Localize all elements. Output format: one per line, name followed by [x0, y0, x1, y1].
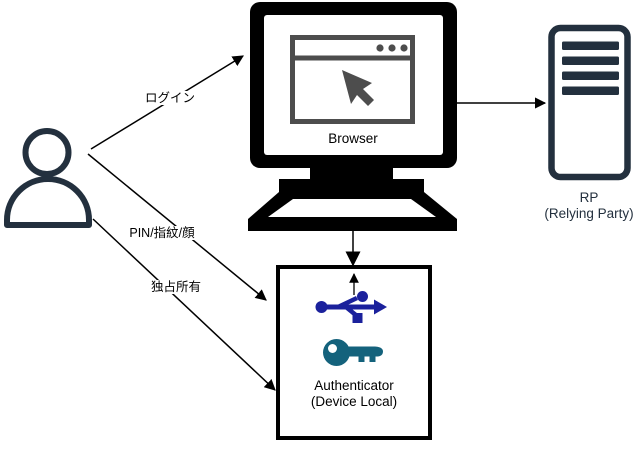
rp-label-line1: RP — [579, 190, 599, 205]
window-dots-icon — [376, 44, 408, 52]
possession-arrow — [92, 218, 276, 391]
usb-icon — [315, 291, 387, 323]
key-icon — [323, 339, 383, 366]
authenticator-label-line1: Authenticator — [314, 378, 394, 393]
cursor-icon — [342, 70, 374, 106]
person-icon — [4, 128, 92, 228]
authenticator-label-line2: (Device Local) — [310, 393, 398, 409]
pin-arrow-label: PIN/指紋/顔 — [126, 226, 198, 240]
possession-arrow-label: 独占所有 — [147, 280, 205, 294]
browser-window-icon — [290, 35, 415, 124]
authenticator-label: Authenticator (Device Local) — [311, 378, 397, 409]
keyboard-icon — [248, 192, 457, 231]
rp-label-line2: (Relying Party) — [544, 205, 634, 221]
server-icon — [548, 24, 631, 181]
rp-label: RP (Relying Party) — [544, 190, 633, 221]
browser-label: Browser — [328, 131, 378, 146]
login-arrow-label: ログイン — [141, 91, 199, 105]
